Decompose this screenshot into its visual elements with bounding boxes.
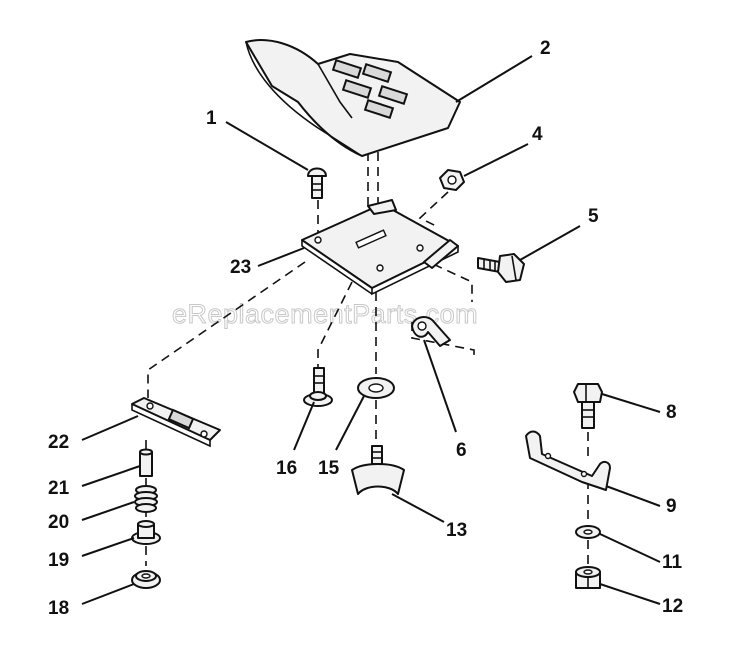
callout-12: 12 [662,596,683,617]
compression-spring [134,485,158,513]
nut-right [575,566,601,589]
spacer-pin [139,448,153,477]
carriage-bolt [307,167,327,199]
hex-bolt-right [573,383,603,429]
mounting-bracket [525,430,611,491]
callout-13: 13 [446,520,467,541]
seat [245,39,461,157]
callout-8: 8 [666,402,677,423]
callout-15: 15 [318,458,340,479]
callout-23: 23 [230,257,251,278]
callout-16: 16 [276,458,297,479]
callout-19: 19 [48,550,69,571]
seat-cutout [331,58,363,80]
hex-bolt [477,253,525,283]
callout-18: 18 [48,598,69,619]
callout-22: 22 [48,432,69,453]
shoulder-bolt [303,367,333,407]
callout-labels: 1 2 4 5 23 6 16 15 13 22 21 20 19 18 8 9… [48,38,683,619]
callout-6: 6 [456,440,467,461]
adjustment-knob [351,445,405,495]
leader-lines [81,55,661,605]
spring-clip [411,316,451,347]
lock-nut [131,570,161,589]
callout-5: 5 [588,206,599,227]
seat-plate [301,199,459,296]
callout-21: 21 [48,478,70,499]
callout-11: 11 [662,552,683,573]
callout-4: 4 [532,124,543,145]
flat-washer [357,377,395,399]
callout-20: 20 [48,512,69,533]
bushing [131,520,161,545]
callout-9: 9 [666,496,677,517]
slide-rail [131,397,221,448]
nut [439,169,465,191]
washer-right [575,525,601,539]
callout-2: 2 [540,38,551,59]
callout-1: 1 [206,108,217,129]
